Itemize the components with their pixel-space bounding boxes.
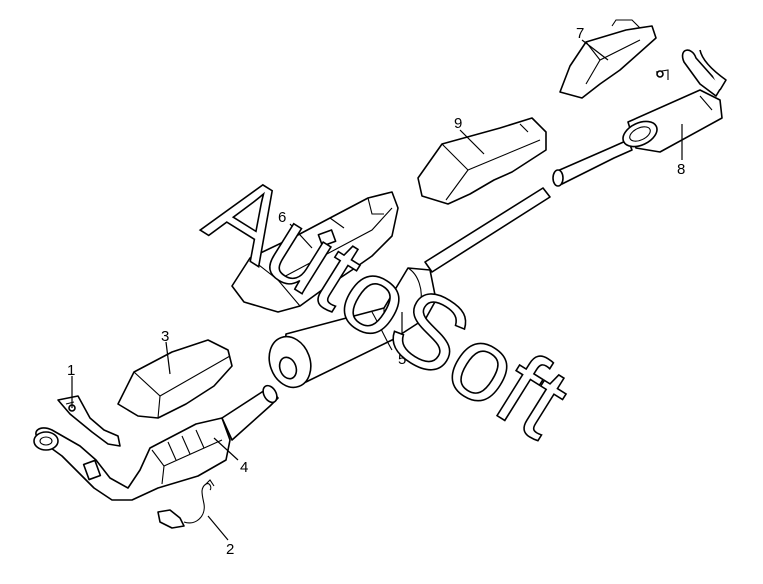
callout-3: 3: [161, 328, 169, 345]
callout-1: 1: [67, 362, 75, 379]
callout-labels: 1 2 3 4 5 6 7 8 9: [67, 25, 685, 558]
heat-shield-rear: [559, 19, 657, 99]
callout-6: 6: [278, 209, 286, 226]
heat-shield-front: [231, 191, 399, 313]
heat-shield-small: [117, 339, 233, 419]
catalytic-converter: [33, 384, 279, 501]
callout-7: 7: [576, 25, 584, 42]
center-muffler: [268, 267, 437, 389]
callout-5: 5: [398, 351, 406, 368]
leader-lines: [71, 39, 683, 541]
oxygen-sensor: [157, 479, 215, 529]
rear-silencer: [622, 49, 727, 153]
callout-2: 2: [226, 541, 234, 558]
callout-4: 4: [240, 459, 248, 476]
intermediate-pipe: [424, 139, 633, 273]
callout-9: 9: [454, 115, 462, 132]
heat-shield-middle: [417, 117, 547, 205]
callout-8: 8: [677, 161, 685, 178]
